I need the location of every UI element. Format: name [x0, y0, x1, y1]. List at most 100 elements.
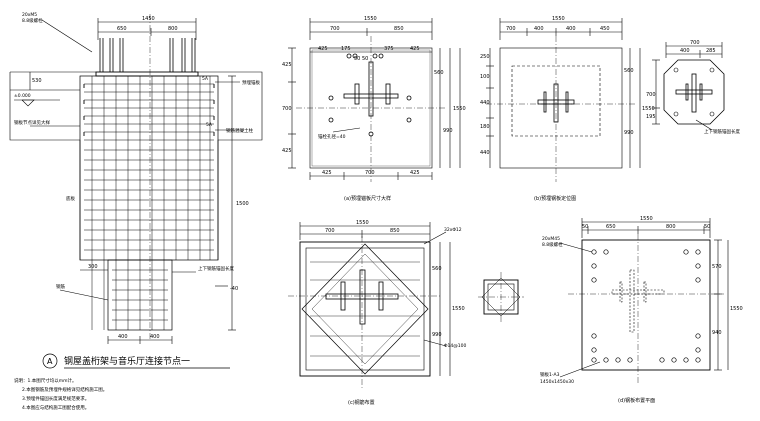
plan-a-left-700: 700: [282, 106, 292, 112]
elev-dim-left: 650: [117, 26, 127, 32]
plan-c-text: 1550 700 850 560 990 1550 32xΦ12 Φ14@100…: [325, 220, 466, 406]
detail-dim-400: 400: [680, 48, 690, 54]
plan-d-right-940: 940: [712, 330, 722, 336]
detail-dim-285: 285: [706, 48, 716, 54]
plan-b-detail: [652, 42, 725, 131]
elev-label-column: 钢筋混凝土柱: [226, 127, 253, 134]
plan-b-detail-text: 700 400 285 700 195 上下钢筋锚固长度: [646, 40, 740, 135]
elev-dim-300: 300: [88, 264, 98, 270]
plan-b: [486, 18, 641, 182]
plan-a-inner-375: 375: [384, 46, 394, 52]
plan-b-left-100: 100: [480, 74, 490, 80]
plan-d-label-bolts: 20xM45: [542, 236, 560, 242]
elev-label-rebar: 钢筋: [56, 283, 65, 290]
plan-c-section: [478, 272, 524, 322]
plan-c-right-560: 560: [432, 266, 442, 272]
plan-b-text: 1550 700 400 400 450 250 100 440 180 440…: [480, 16, 655, 202]
detail-left-700: 700: [646, 92, 656, 98]
plan-d-dim-50b: 50: [704, 224, 710, 230]
elev-dim-400a: 400: [118, 334, 128, 340]
plan-b-caption: (b)预埋钢板定位图: [534, 195, 576, 202]
plan-a-inner-50a: 50: [354, 56, 360, 62]
plan-b-dim-400b: 400: [566, 26, 576, 32]
plan-a-text: 1550 700 850 425 175 50 50 375 425 425 7…: [282, 16, 466, 202]
plan-c-right-1550: 1550: [452, 306, 465, 312]
elevation-text: 1450 650 800 20xM5 8.8级螺栓 ±0.000 钢板节点详见大…: [14, 12, 260, 340]
elev-dim-total: 1450: [142, 16, 155, 22]
plan-d-dim-total: 1550: [640, 216, 653, 222]
plan-b-right-1550: 1550: [642, 106, 655, 112]
plan-d-label-size: 1450x1450x30: [540, 379, 574, 385]
plan-c-dim-total: 1550: [356, 220, 369, 226]
plan-b-left-440: 440: [480, 100, 490, 106]
plan-b-right-560: 560: [624, 68, 634, 74]
plan-c-right-990: 990: [432, 332, 442, 338]
elev-label-level: ±0.000: [14, 93, 31, 99]
elev-label-5a-top: 5A: [202, 76, 209, 82]
plan-b-left-180: 180: [480, 124, 490, 130]
plan-a-inner-425b: 425: [410, 46, 420, 52]
plan-a-dim-850: 850: [394, 26, 404, 32]
plan-a-right-1550: 1550: [453, 106, 466, 112]
plan-a: [288, 18, 461, 182]
elev-label-grade: 8.8级螺栓: [22, 17, 43, 24]
plan-d-right-1550: 1550: [730, 306, 743, 312]
title-text: 钢屋盖桁架与音乐厅连接节点一: [64, 355, 190, 367]
plan-a-bottom-425: 425: [322, 170, 332, 176]
plan-a-right-560: 560: [434, 70, 444, 76]
detail-left-195: 195: [646, 114, 656, 120]
elevation-view: [9, 14, 263, 344]
title-block: A 钢屋盖桁架与音乐厅连接节点一 说明：1.本图尺寸均以mm计。 2.本图钢筋及…: [14, 353, 230, 411]
elev-label-anchorage: 上下钢筋锚固长度: [198, 265, 234, 272]
note-line-3: 3.预埋件锚固长度满足规范要求。: [22, 395, 89, 402]
plan-d-caption: (d)钢板布置平面: [618, 397, 655, 404]
plan-a-left-425b: 425: [282, 148, 292, 154]
elev-level-bottom: -40: [230, 286, 238, 292]
plan-b-dim-400a: 400: [534, 26, 544, 32]
plan-c-caption: (c)钢筋布置: [348, 399, 375, 406]
elev-dim-1500: 1500: [236, 201, 249, 207]
plan-c-label-right: Φ14@100: [444, 343, 466, 349]
plan-d: [559, 218, 729, 384]
plan-d-dim-650: 650: [606, 224, 616, 230]
plan-d-dim-800: 800: [666, 224, 676, 230]
plan-a-bottom-700: 700: [365, 170, 375, 176]
plan-b-dim-450: 450: [600, 26, 610, 32]
elev-dim-right: 800: [168, 26, 178, 32]
plan-a-left-425: 425: [282, 62, 292, 68]
title-badge: A: [47, 357, 53, 366]
elev-label-plate: 钢板节点详见大样: [14, 119, 50, 126]
plan-d-label-plate: 钢板1-A3: [540, 371, 560, 378]
elev-label-bolts: 20xM5: [22, 12, 37, 18]
plan-b-left-440b: 440: [480, 150, 490, 156]
plan-b-left-250: 250: [480, 54, 490, 60]
note-line-1: 说明：1.本图尺寸均以mm计。: [14, 377, 77, 384]
plan-a-inner-425: 425: [318, 46, 328, 52]
plan-a-hole-label: 锚栓孔径=40: [318, 133, 346, 140]
plan-a-inner-50b: 50: [362, 56, 368, 62]
plan-a-right-990: 990: [443, 128, 453, 134]
plan-c-dim-850: 850: [390, 228, 400, 234]
plan-b-right-990: 990: [624, 130, 634, 136]
plan-c-label-top: 32xΦ12: [444, 227, 462, 233]
plan-d-dim-50a: 50: [582, 224, 588, 230]
plan-a-bottom-425b: 425: [410, 170, 420, 176]
detail-dim-700: 700: [690, 40, 700, 46]
note-line-2: 2.本图钢筋及预埋件规格详见结构施工图。: [22, 386, 107, 393]
plan-c: [288, 222, 451, 388]
plan-a-dim-700: 700: [330, 26, 340, 32]
plan-c-dim-700: 700: [325, 228, 335, 234]
elev-label-5a-mid: 5A: [206, 122, 213, 128]
plan-d-right-570: 570: [712, 264, 722, 270]
plan-d-text: 1550 50 650 800 50 570 940 1550 20xM45 8…: [540, 216, 743, 404]
plan-a-dim-total: 1550: [364, 16, 377, 22]
elev-label-anchor: 预埋锚板: [242, 79, 260, 86]
plan-d-label-grade: 8.8级螺栓: [542, 241, 563, 248]
plan-b-dim-total: 1550: [552, 16, 565, 22]
plan-a-caption: (a)预埋锚板尺寸大样: [344, 195, 391, 202]
detail-label: 上下钢筋锚固长度: [704, 128, 740, 135]
elev-dim-530: 530: [32, 78, 42, 84]
plan-a-inner-175: 175: [341, 46, 351, 52]
note-line-4: 4.本图应与结构施工图配合使用。: [22, 404, 89, 411]
